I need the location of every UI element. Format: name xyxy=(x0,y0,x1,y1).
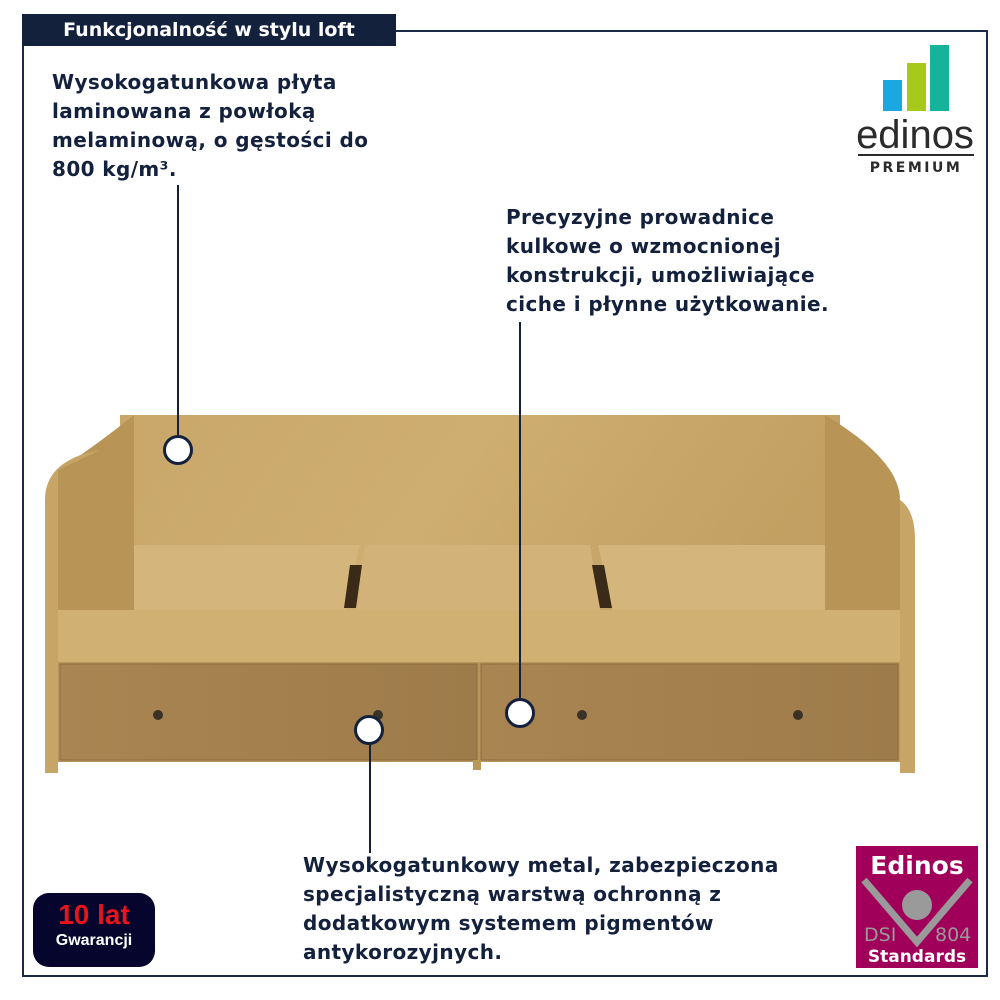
leader-line xyxy=(177,185,179,437)
callout-line: 800 kg/m³. xyxy=(52,157,177,181)
drawer-knob[interactable] xyxy=(793,710,803,720)
standards-badge: Edinos DSI 804 Standards xyxy=(856,846,978,968)
marker-dot xyxy=(505,698,535,728)
marker-dot xyxy=(354,715,384,745)
callout-line: kulkowe o wzmocnionej xyxy=(506,234,782,258)
front-rail xyxy=(58,610,900,662)
leader-line xyxy=(519,322,521,700)
callout-line: Wysokogatunkowy metal, zabezpieczona xyxy=(303,853,779,877)
callout-metal: Wysokogatunkowy metal, zabezpieczona spe… xyxy=(303,851,779,967)
standards-right: 804 xyxy=(935,924,971,946)
frame-top-border xyxy=(396,30,986,32)
callout-board: Wysokogatunkowa płyta laminowana z powło… xyxy=(52,68,368,184)
frame-border xyxy=(22,30,988,977)
callout-line: ciche i płynne użytkowanie. xyxy=(506,292,829,316)
warranty-label: Gwarancji xyxy=(55,932,133,949)
left-armrest xyxy=(58,415,134,620)
callout-slides: Precyzyjne prowadnice kulkowe o wzmocnio… xyxy=(506,203,829,319)
drawer-knob[interactable] xyxy=(577,710,587,720)
callout-line: konstrukcji, umożliwiające xyxy=(506,263,815,287)
standards-top: Edinos xyxy=(870,851,963,880)
callout-line: Wysokogatunkowa płyta xyxy=(52,70,337,94)
leader-line xyxy=(369,745,371,853)
logo-tier: PREMIUM xyxy=(870,160,963,176)
page-title: Funkcjonalność w stylu loft xyxy=(22,14,396,46)
callout-line: melaminową, o gęstości do xyxy=(52,128,369,152)
callout-line: laminowana z powłoką xyxy=(52,99,316,123)
logo-bar xyxy=(907,63,926,111)
logo-bar xyxy=(883,80,902,111)
drawer-knob[interactable] xyxy=(153,710,163,720)
edinos-premium-logo: edinos PREMIUM xyxy=(850,40,980,180)
standards-left: DSI xyxy=(864,924,896,946)
callout-line: dodatkowym systemem pigmentów xyxy=(303,911,714,935)
slat xyxy=(95,545,360,610)
slat xyxy=(598,545,870,610)
drawer-right[interactable] xyxy=(480,663,899,761)
slat xyxy=(355,545,600,610)
marker-dot xyxy=(163,435,193,465)
callout-line: antykorozyjnych. xyxy=(303,940,503,964)
standards-emblem-icon xyxy=(902,890,932,920)
callout-line: specjalistyczną warstwą ochronną z xyxy=(303,882,722,906)
logo-brand: edinos xyxy=(856,113,974,157)
warranty-years: 10 lat xyxy=(58,899,130,930)
standards-bottom: Standards xyxy=(868,947,966,967)
callout-line: Precyzyjne prowadnice xyxy=(506,205,775,229)
logo-bar xyxy=(930,45,949,111)
drawer-left[interactable] xyxy=(59,663,478,761)
warranty-badge: 10 lat Gwarancji xyxy=(33,893,155,967)
right-armrest xyxy=(825,415,900,620)
